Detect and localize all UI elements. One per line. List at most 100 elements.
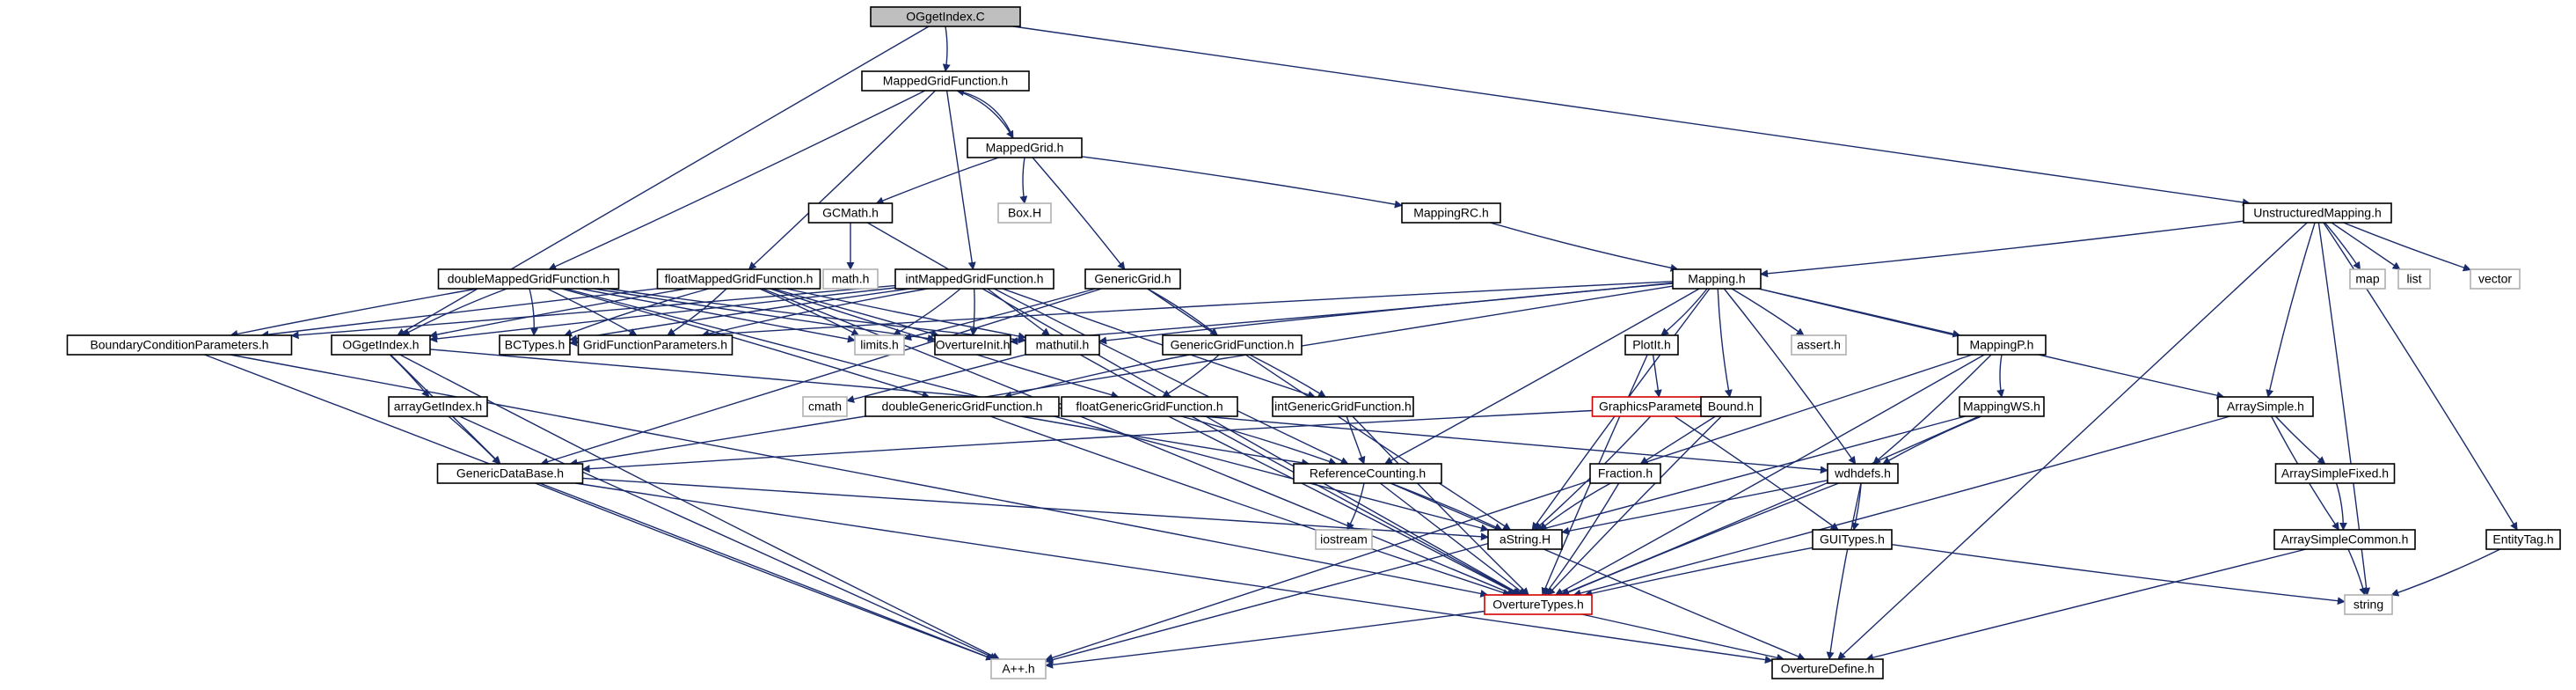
node-label-refcount: ReferenceCounting.h [1310, 466, 1426, 481]
node-overturedefine[interactable]: OvertureDefine.h [1771, 658, 1884, 679]
node-arraysimplefixed[interactable]: ArraySimpleFixed.h [2274, 463, 2396, 484]
node-box-limits [854, 334, 905, 356]
node-fggf[interactable]: floatGenericGridFunction.h [1061, 396, 1238, 417]
node-label-mapping: Mapping.h [1688, 272, 1745, 286]
node-label-string: string [2353, 598, 2383, 612]
node-fmgf[interactable]: floatMappedGridFunction.h [656, 268, 821, 290]
edge-mapping-to-bound [1717, 288, 1733, 398]
node-mathutil[interactable]: mathutil.h [1025, 334, 1100, 356]
node-astring[interactable]: aString.H [1487, 529, 1563, 550]
edge-fraction-to-astring [1538, 482, 1611, 531]
node-entitytag[interactable]: EntityTag.h [2485, 529, 2561, 550]
edge-dmgf-to-bcp [230, 288, 478, 338]
edge-unstructured-to-vector [2343, 222, 2471, 272]
node-box-mapping [1672, 268, 1762, 290]
node-overtureinit[interactable]: OvertureInit.h [934, 334, 1011, 356]
node-gcmath[interactable]: GCMath.h [807, 202, 894, 224]
edge-dmgf-to-overtureinit [593, 288, 936, 342]
edge-mappingp-to-mappingws [1996, 354, 2005, 398]
node-label-gcmath: GCMath.h [822, 206, 879, 220]
node-overturetypes[interactable]: OvertureTypes.h [1484, 594, 1593, 615]
node-bound[interactable]: Bound.h [1700, 396, 1762, 417]
node-ogget_c[interactable]: OGgetIndex.C [870, 6, 1021, 27]
edge-mappingws-to-overturetypes [1559, 415, 1980, 597]
edge-mapping-to-gdb [569, 285, 1674, 467]
node-mappingws[interactable]: MappingWS.h [1959, 396, 2045, 417]
edge-imgf-to-refcount [993, 288, 1349, 465]
node-label-vector: vector [2478, 272, 2512, 286]
node-box-dggf [865, 396, 1060, 417]
edge-unstructured-to-mapset [2324, 222, 2361, 270]
node-mapping[interactable]: Mapping.h [1672, 268, 1762, 290]
node-box-gfp [577, 334, 733, 356]
node-label-oggeth: OGgetIndex.h [342, 338, 419, 352]
node-guitypes[interactable]: GUITypes.h [1812, 529, 1893, 550]
node-box-cmath [802, 396, 848, 417]
node-oggeth[interactable]: OGgetIndex.h [331, 334, 431, 356]
edge-mapping-to-refcount [1384, 288, 1700, 465]
node-mappingp[interactable]: MappingP.h [1957, 334, 2047, 356]
node-genericgrid[interactable]: GenericGrid.h [1084, 268, 1181, 290]
node-label-fmgf: floatMappedGridFunction.h [665, 272, 814, 286]
node-wdhdefs[interactable]: wdhdefs.h [1827, 463, 1899, 484]
node-appp: A++.h [990, 658, 1047, 679]
node-bctypes[interactable]: BCTypes.h [499, 334, 571, 356]
node-arraysimple[interactable]: ArraySimple.h [2217, 396, 2314, 417]
node-label-genericgrid: GenericGrid.h [1094, 272, 1171, 286]
node-bcp[interactable]: BoundaryConditionParameters.h [66, 334, 293, 356]
node-dggf[interactable]: doubleGenericGridFunction.h [865, 396, 1060, 417]
node-label-plotit: PlotIt.h [1632, 338, 1671, 352]
node-dmgf[interactable]: doubleMappedGridFunction.h [437, 268, 620, 290]
node-ascommon[interactable]: ArraySimpleCommon.h [2273, 529, 2416, 550]
edge-unstructured-to-entitytag [2323, 222, 2518, 531]
edge-mappingp-to-appp [1045, 354, 1973, 662]
node-imgf[interactable]: intMappedGridFunction.h [894, 268, 1054, 290]
edge-overturetypes-to-appp [1045, 610, 1485, 669]
edge-plotit-to-graphicsparams [1652, 354, 1662, 398]
node-box-string [2344, 594, 2393, 615]
node-label-dggf: doubleGenericGridFunction.h [882, 400, 1043, 414]
edge-dmgf-to-limits [580, 288, 856, 343]
edge-arraygetindex-to-gdb [448, 415, 500, 465]
node-plotit[interactable]: PlotIt.h [1624, 334, 1679, 356]
node-arraygetindex[interactable]: arrayGetIndex.h [388, 396, 488, 417]
edge-imgf-to-mathutil [987, 288, 1051, 336]
edge-wdhdefs-to-overturedefine [1826, 482, 1862, 660]
edge-fggf-to-refcount [1180, 415, 1337, 466]
node-label-bound: Bound.h [1708, 400, 1754, 414]
node-mg[interactable]: MappedGrid.h [967, 137, 1083, 158]
edge-mappingp-to-wdhdefs [1872, 354, 1992, 465]
node-graphicsparams[interactable]: GraphicsParameters.h [1591, 396, 1730, 417]
edge-gdb-to-appp [535, 482, 995, 661]
node-label-gfp: GridFunctionParameters.h [583, 338, 727, 352]
node-label-gdb: GenericDataBase.h [456, 466, 564, 481]
edge-guitypes-to-string [1891, 544, 2346, 606]
edge-mg-to-mappingrc [1081, 156, 1403, 209]
node-label-dmgf: doubleMappedGridFunction.h [448, 272, 609, 286]
node-label-entitytag: EntityTag.h [2492, 532, 2553, 547]
node-box-appp [990, 658, 1047, 679]
node-label-list: list [2406, 272, 2421, 286]
node-limits: limits.h [854, 334, 905, 356]
edge-imgf-to-overtureinit [969, 288, 978, 336]
node-mappingrc[interactable]: MappingRC.h [1401, 202, 1501, 224]
node-box-list [2397, 268, 2431, 290]
edge-arraygetindex-to-appp [459, 415, 998, 660]
node-label-wdhdefs: wdhdefs.h [1834, 466, 1891, 481]
edge-fmgf-to-bcp [260, 288, 658, 339]
node-mapset: map [2349, 268, 2386, 290]
node-fraction[interactable]: Fraction.h [1589, 463, 1661, 484]
node-string: string [2344, 594, 2393, 615]
node-gdb[interactable]: GenericDataBase.h [436, 463, 584, 484]
node-mgf[interactable]: MappedGridFunction.h [861, 70, 1030, 92]
edges-layer [204, 26, 2518, 669]
edge-imgf-to-bcp [290, 284, 896, 340]
edge-dmgf-to-dggf [561, 288, 930, 399]
node-ggf[interactable]: GenericGridFunction.h [1162, 334, 1303, 356]
node-refcount[interactable]: ReferenceCounting.h [1293, 463, 1442, 484]
edge-genericgrid-to-ggf [1147, 288, 1219, 336]
node-gfp[interactable]: GridFunctionParameters.h [577, 334, 733, 356]
node-unstructured[interactable]: UnstructuredMapping.h [2243, 202, 2392, 224]
node-iggf[interactable]: intGenericGridFunction.h [1272, 396, 1414, 417]
edge-fggf-to-overturetypes [1168, 415, 1521, 596]
